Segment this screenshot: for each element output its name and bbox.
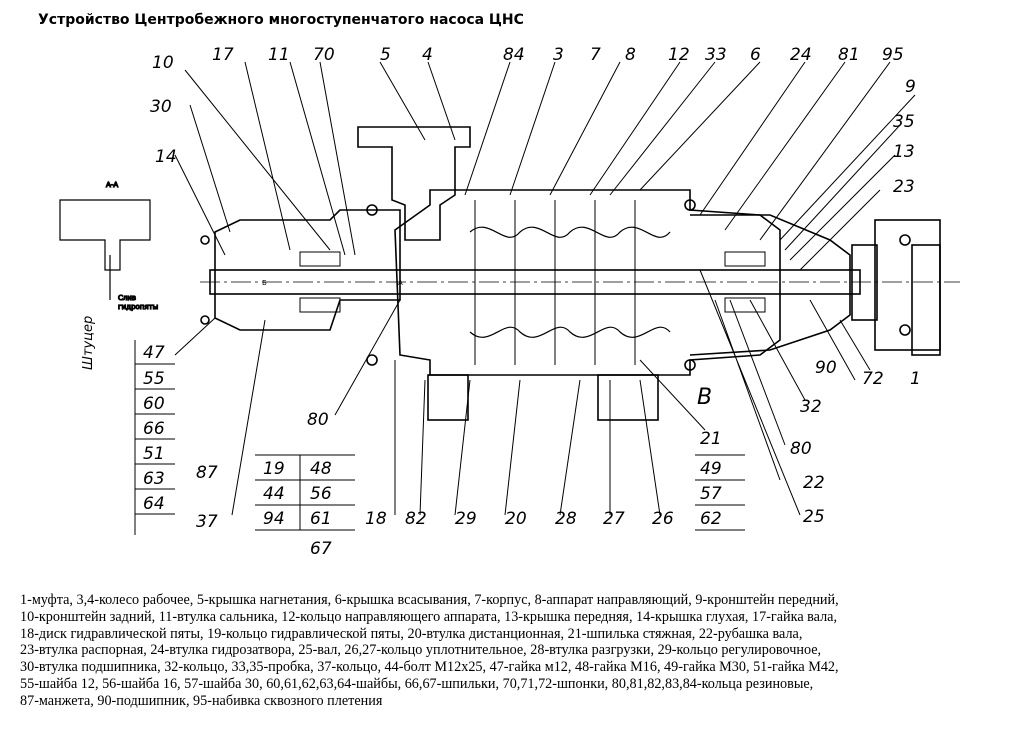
- drain-label-2: гидропяты: [118, 303, 158, 311]
- callout-80: 80: [307, 410, 329, 430]
- callout-48: 48: [310, 459, 332, 479]
- drain-label: Слив: [118, 294, 136, 302]
- callout-47: 47: [143, 343, 165, 363]
- fitting-label: Штуцер: [81, 316, 96, 370]
- callout-29: 29: [455, 509, 477, 529]
- callout-18: 18: [365, 509, 387, 529]
- mark-b: Б: [262, 279, 267, 287]
- pump-body-outline: [200, 126, 960, 421]
- leader-lines: [174, 61, 916, 516]
- callout-24: 24: [790, 45, 812, 65]
- left-callout-table: [134, 340, 745, 535]
- callout-55: 55: [143, 369, 165, 389]
- view-b-label: В: [697, 385, 712, 410]
- callout-44: 44: [263, 484, 285, 504]
- callout-35: 35: [893, 112, 915, 132]
- callout-14: 14: [155, 147, 177, 167]
- callout-94: 94: [263, 509, 285, 529]
- callout-28: 28: [555, 509, 577, 529]
- legend-line: 18-диск гидравлической пяты, 19-кольцо г…: [20, 625, 803, 642]
- legend-line: 23-втулка распорная, 24-втулка гидрозатв…: [20, 642, 822, 659]
- callout-1: 1: [910, 369, 921, 389]
- callout-9: 9: [905, 77, 916, 97]
- callout-5: 5: [380, 45, 391, 65]
- callout-27: 27: [603, 509, 625, 529]
- callout-70: 70: [313, 45, 335, 65]
- callout-62: 62: [700, 509, 722, 529]
- callout-95: 95: [882, 45, 904, 65]
- callout-33: 33: [705, 45, 727, 65]
- callout-90: 90: [815, 358, 837, 378]
- section-inset: А-А Слив гидропяты: [59, 180, 159, 312]
- callout-22: 22: [803, 473, 825, 493]
- callout-13: 13: [893, 142, 915, 162]
- callout-11: 11: [268, 45, 290, 65]
- callout-19: 19: [263, 459, 285, 479]
- parts-legend: 1-муфта, 3,4-колесо рабочее, 5-крышка на…: [20, 592, 1010, 710]
- callout-21: 21: [700, 429, 722, 449]
- callout-12: 12: [668, 45, 690, 65]
- callout-7: 7: [590, 45, 601, 65]
- callout-72: 72: [862, 369, 884, 389]
- callout-82: 82: [405, 509, 427, 529]
- legend-line: 87-манжета, 90-подшипник, 95-набивка скв…: [20, 692, 383, 709]
- callout-30: 30: [150, 97, 172, 117]
- callout-25: 25: [803, 507, 825, 527]
- mark-a: А: [398, 279, 403, 287]
- callout-10: 10: [152, 53, 174, 73]
- callout-6: 6: [750, 45, 761, 65]
- callout-67: 67: [310, 539, 332, 559]
- callout-87: 87: [196, 463, 218, 483]
- callout-81: 81: [838, 45, 860, 65]
- callout-80b: 80: [790, 439, 812, 459]
- callout-84: 84: [503, 45, 525, 65]
- callout-60: 60: [143, 394, 165, 414]
- callout-51: 51: [143, 444, 165, 464]
- callout-49: 49: [700, 459, 722, 479]
- callout-32: 32: [800, 397, 822, 417]
- callout-23: 23: [893, 177, 915, 197]
- callout-66: 66: [143, 419, 165, 439]
- callout-56: 56: [310, 484, 332, 504]
- callout-26: 26: [652, 509, 674, 529]
- section-label: А-А: [106, 181, 118, 189]
- legend-line: 1-муфта, 3,4-колесо рабочее, 5-крышка на…: [20, 592, 839, 608]
- callout-17: 17: [212, 45, 234, 65]
- page-title: Устройство Центробежного многоступенчато…: [38, 12, 524, 28]
- callout-3: 3: [553, 45, 564, 65]
- callout-64: 64: [143, 494, 165, 514]
- pump-assembly-drawing: А-А Слив гидропяты Штуцер В А Б 10 17 11…: [59, 45, 960, 559]
- callout-57: 57: [700, 484, 722, 504]
- legend-line: 10-кронштейн задний, 11-втулка сальника,…: [20, 608, 838, 625]
- legend-line: 30-втулка подшипника, 32-кольцо, 33,35-п…: [20, 659, 839, 676]
- callout-20: 20: [505, 509, 527, 529]
- legend-line: 55-шайба 12, 56-шайба 16, 57-шайба 30, 6…: [20, 675, 814, 692]
- callout-61: 61: [310, 509, 332, 529]
- callout-4: 4: [422, 45, 433, 65]
- callout-8: 8: [625, 45, 636, 65]
- callout-63: 63: [143, 469, 165, 489]
- callout-37: 37: [196, 512, 218, 532]
